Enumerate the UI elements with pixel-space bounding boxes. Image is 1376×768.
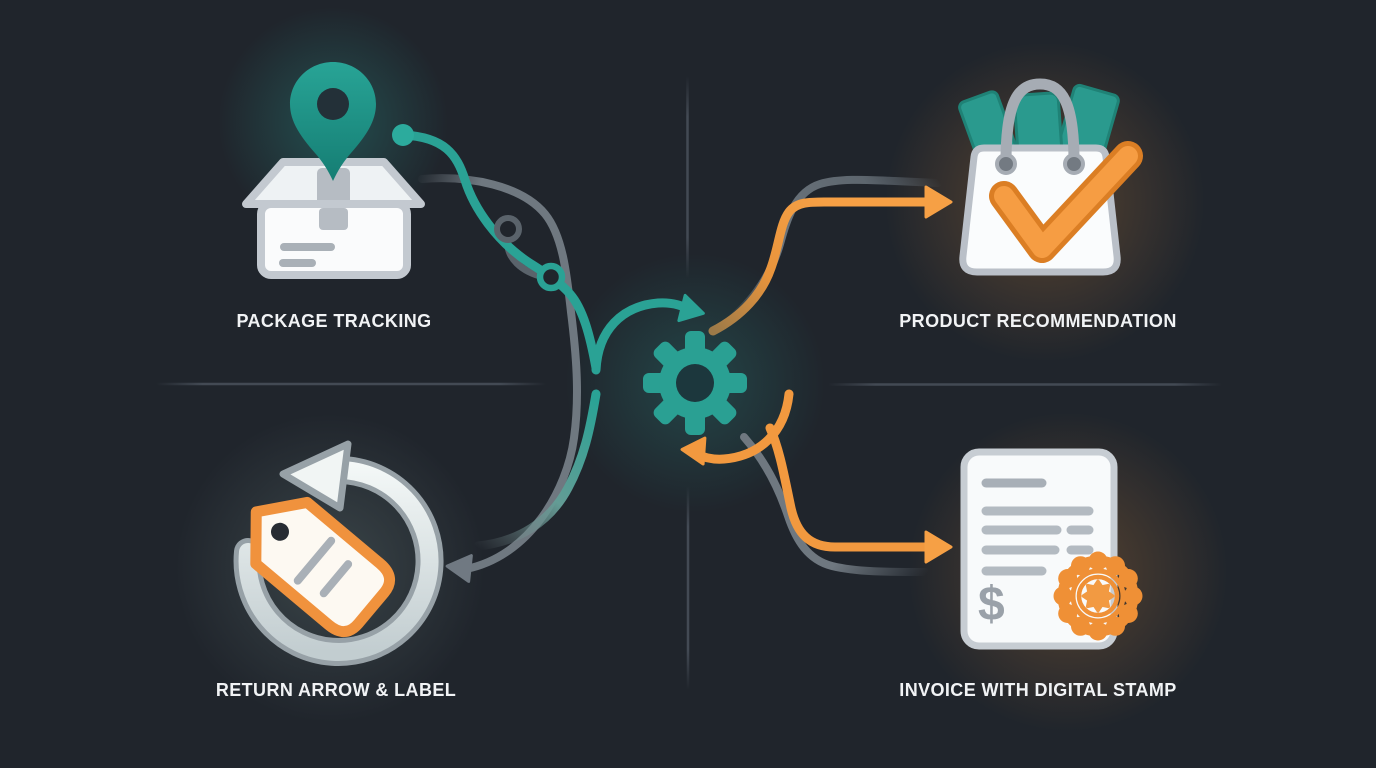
location-pin-hole (317, 88, 349, 120)
connector-gray-topleft-to-return (418, 174, 581, 573)
connector-orange-to-bag (708, 197, 933, 336)
orange-connectors (680, 185, 953, 564)
return-arrow-tag-icon (233, 440, 444, 666)
connector-teal-from-pin (398, 130, 601, 373)
teal-connectors (398, 130, 705, 551)
connector-gray-bottomright (740, 433, 929, 576)
rosette-star (1081, 579, 1115, 613)
stamp-rosette-icon (1053, 551, 1143, 641)
return-arrowhead (279, 440, 352, 512)
label-product-recommendation: PRODUCT RECOMMENDATION (899, 311, 1177, 331)
arrowhead-orange-bag (924, 185, 953, 219)
arrowhead-gray-left (445, 554, 473, 583)
return-ring (238, 461, 439, 661)
bag-body (959, 144, 1121, 276)
invoice-stamp-icon: $ (960, 448, 1143, 650)
box-address-lines (279, 243, 335, 267)
arrowhead-orange-invoice (924, 530, 953, 564)
label-package-tracking: PACKAGE TRACKING (236, 311, 432, 331)
gear-icon (643, 331, 747, 435)
shopping-bag-check-icon (958, 78, 1143, 276)
price-tag-icon (250, 496, 395, 638)
connector-orange-to-invoice (765, 423, 933, 552)
quadrant-dividers (156, 76, 1222, 690)
node-teal-ring (536, 262, 566, 292)
invoice-currency-symbol: $ (978, 578, 1005, 631)
node-gray-ring (494, 215, 522, 243)
tag-body (250, 496, 395, 638)
box-body (257, 200, 411, 279)
connector-teal-exit-bottomleft (473, 389, 601, 551)
bag-handle (1000, 78, 1080, 168)
tag-lines (293, 536, 353, 598)
location-pin-icon (290, 62, 376, 181)
connector-nodes (392, 124, 566, 292)
package-location-pin-icon (242, 62, 425, 279)
checkmark-icon (994, 146, 1138, 258)
bag-eyelet-left (995, 153, 1017, 175)
invoice-text-lines (981, 478, 1094, 576)
node-teal-dot (392, 124, 414, 146)
bag-eyelet-right (1063, 153, 1085, 175)
label-invoice-digital-stamp: INVOICE WITH DIGITAL STAMP (899, 680, 1177, 700)
tag-hole (270, 522, 289, 541)
box-tape-lower (319, 208, 348, 230)
arrowhead-orange-under (680, 436, 707, 466)
arrowhead-teal-top (677, 293, 705, 323)
label-return-arrow-label: RETURN ARROW & LABEL (215, 680, 457, 700)
